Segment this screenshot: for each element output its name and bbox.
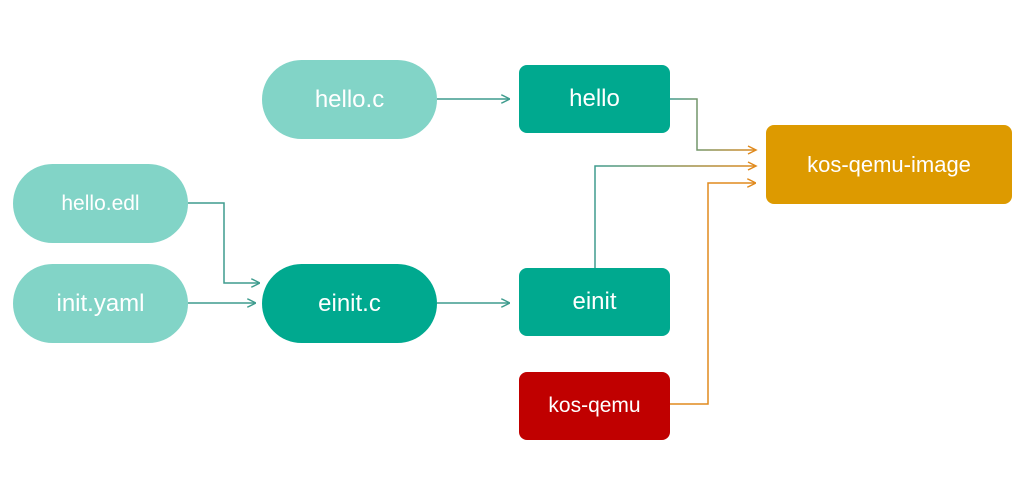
node-kos-qemu-image: kos-qemu-image bbox=[766, 125, 1012, 204]
node-kos-qemu-image-label: kos-qemu-image bbox=[807, 151, 971, 177]
node-hello-c-label: hello.c bbox=[314, 85, 385, 113]
node-hello-edl: hello.edl bbox=[13, 164, 188, 243]
arrowhead-einit-to-kos-qemu-image bbox=[747, 161, 758, 171]
edge-hello-to-kos-qemu-image bbox=[670, 98, 755, 151]
node-einit: einit bbox=[519, 268, 670, 336]
node-kos-qemu: kos-qemu bbox=[519, 372, 670, 440]
node-init-yaml: init.yaml bbox=[13, 264, 188, 343]
node-kos-qemu-label: kos-qemu bbox=[548, 394, 641, 417]
node-hello-edl-label: hello.edl bbox=[61, 191, 140, 215]
node-einit-c-label: einit.c bbox=[318, 289, 381, 317]
edge-hello-edl-to-einit-c bbox=[188, 202, 259, 283]
edge-kos-qemu-to-kos-qemu-image bbox=[670, 183, 755, 405]
node-init-yaml-label: init.yaml bbox=[56, 289, 145, 317]
node-hello-c: hello.c bbox=[262, 60, 437, 139]
node-hello-label: hello bbox=[569, 85, 620, 112]
node-einit-c: einit.c bbox=[262, 264, 437, 343]
node-hello: hello bbox=[519, 65, 670, 133]
edge-einit-to-kos-qemu-image bbox=[594, 165, 755, 268]
node-einit-label: einit bbox=[572, 288, 617, 315]
arrowhead-hello-to-kos-qemu-image bbox=[747, 145, 758, 155]
